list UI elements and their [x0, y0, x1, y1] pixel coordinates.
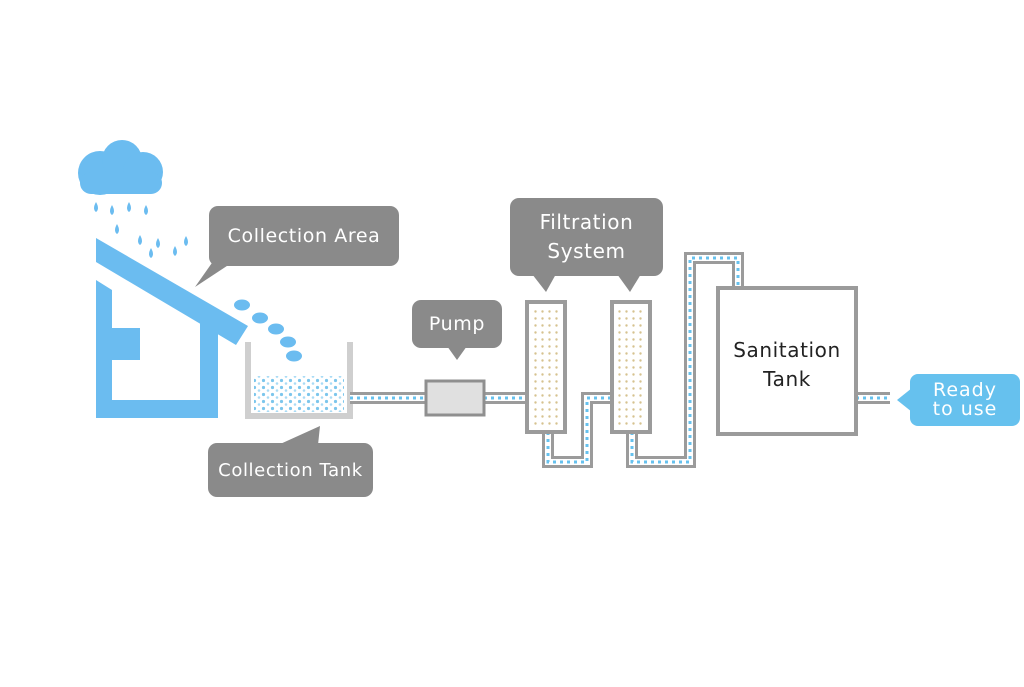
pump-icon	[424, 379, 486, 417]
filtration-pointer-left	[532, 274, 556, 292]
filtration-label-line2: System	[547, 239, 626, 263]
rain-cloud-icon	[78, 140, 188, 258]
ready-label-line2: to use	[932, 398, 998, 420]
sanitation-label-line2: Tank	[763, 367, 811, 391]
collection-area-callout: Collection Area	[209, 206, 399, 266]
collection-tank-label: Collection Tank	[218, 459, 363, 481]
ready-label-line1: Ready	[933, 379, 997, 401]
house-roof-icon	[96, 238, 248, 418]
ready-pointer	[897, 388, 912, 412]
pump-pointer	[447, 346, 467, 360]
filtration-label-line1: Filtration	[539, 210, 634, 234]
sanitation-tank-icon	[716, 286, 858, 436]
sanitation-label-line1: Sanitation	[733, 338, 841, 362]
filtration-pointer-right	[617, 274, 641, 292]
pump-label: Pump	[428, 312, 486, 335]
runoff-drops	[234, 299, 302, 362]
collection-tank-icon	[245, 342, 353, 419]
sanitation-tank-label: Sanitation Tank	[718, 336, 856, 394]
filter-column-icon	[525, 300, 567, 434]
collection-tank-pointer	[278, 426, 320, 445]
collection-area-label: Collection Area	[227, 224, 381, 247]
pump-callout: Pump	[412, 300, 502, 348]
ready-to-use-badge: Ready to use	[910, 374, 1020, 426]
filtration-system-callout: Filtration System	[510, 198, 663, 276]
collection-tank-callout: Collection Tank	[208, 443, 373, 497]
rain-drops	[94, 202, 188, 258]
collection-area-pointer	[195, 260, 236, 287]
pipe-network	[350, 252, 890, 468]
filter-column-icon-2	[610, 300, 652, 434]
